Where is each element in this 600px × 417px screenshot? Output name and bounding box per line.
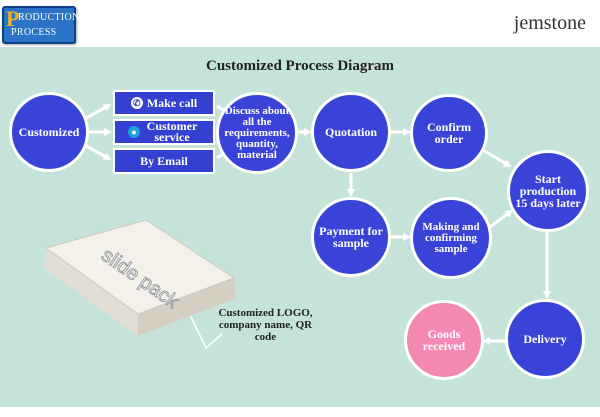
arrow-making-to-start [489, 209, 514, 229]
node-start-production: Start production 15 days later [507, 150, 589, 232]
by-email-option: By Email [113, 148, 215, 174]
node-delivery: Delivery [505, 299, 585, 379]
box-caption: Customized LOGO, company name, QR code [218, 307, 313, 343]
node-making: Making and confirming sample [410, 197, 492, 279]
node-payment: Payment for sample [311, 197, 391, 277]
node-customized: Customized [9, 92, 89, 172]
badge-line2: PROCESS [11, 27, 57, 38]
header: P RODUCTION PROCESS jemstone [0, 0, 600, 44]
badge-line1: RODUCTION [18, 12, 80, 23]
customer-service-label: Customer service [146, 119, 198, 144]
customer-service-option: ● Customer service [113, 119, 215, 145]
node-confirm-order: Confirm order [410, 94, 488, 172]
make-call-label: Make call [146, 95, 198, 110]
badge-initial: P [6, 6, 20, 31]
arrow-to-make-call [85, 104, 112, 120]
diagram-panel [0, 47, 600, 407]
customer-service-icon: ● [128, 126, 140, 138]
by-email-label: By Email [140, 153, 188, 168]
arrow-confirm-to-start [482, 148, 512, 168]
arrow-to-email [85, 144, 112, 160]
node-goods-received: Goods received [404, 300, 484, 380]
make-call-option: ✆ Make call [113, 90, 215, 116]
node-discuss: Discuss about all the requirements, quan… [216, 92, 298, 174]
phone-icon: ✆ [130, 97, 143, 109]
node-quotation: Quotation [311, 92, 391, 172]
slide-pack-box-image: slide pack [44, 219, 236, 336]
production-process-badge: P RODUCTION PROCESS [2, 6, 79, 44]
diagram-title: Customized Process Diagram [205, 58, 395, 74]
brand-logo: jemstone [513, 12, 586, 34]
